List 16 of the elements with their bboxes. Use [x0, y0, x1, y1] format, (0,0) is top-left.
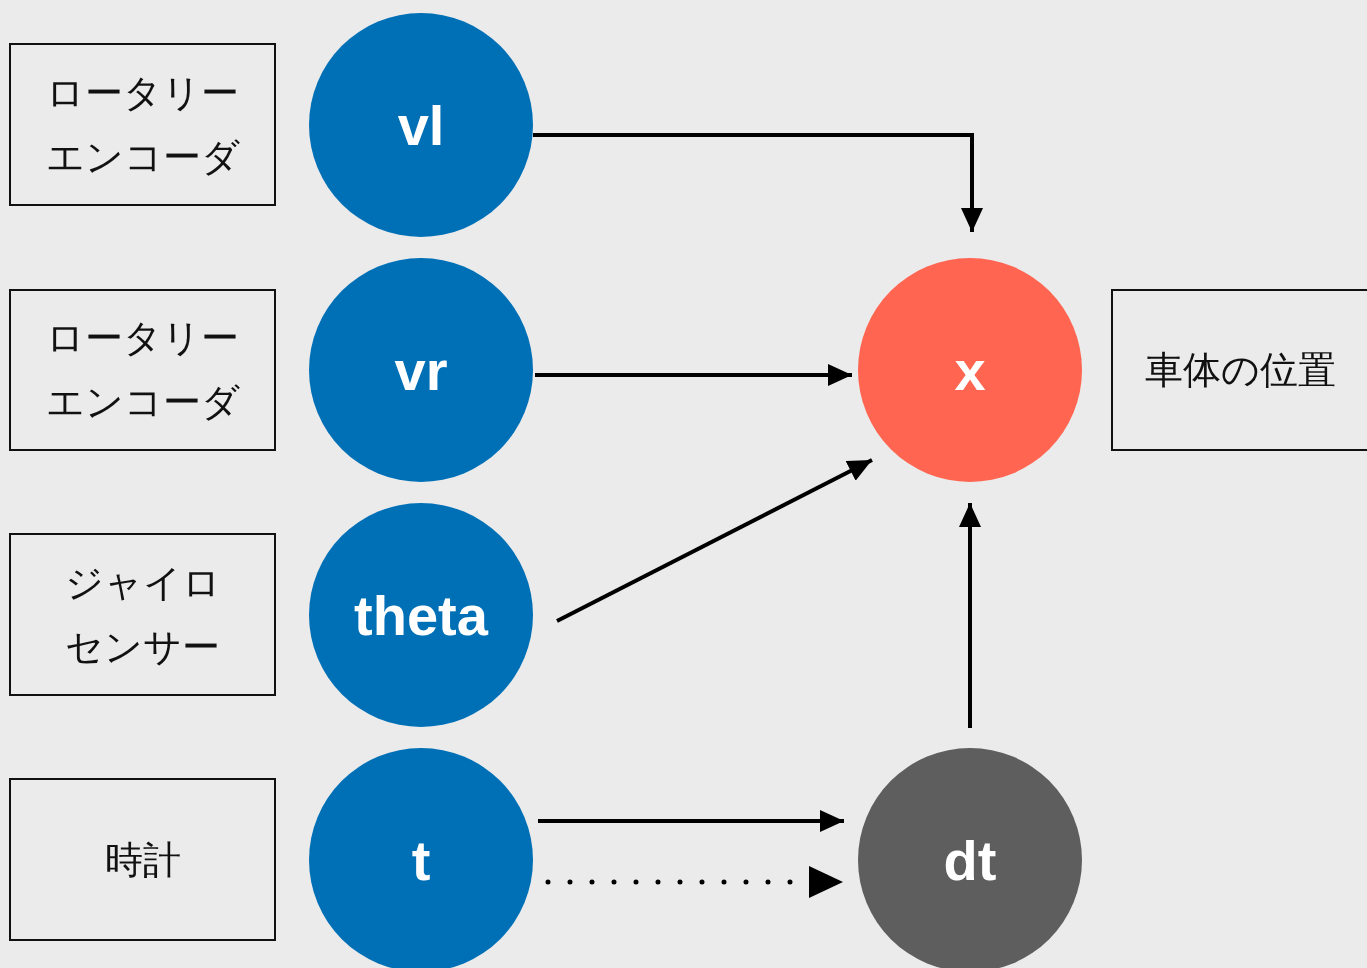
arrow	[538, 810, 844, 832]
text-box: 車体の位置	[1111, 289, 1367, 451]
variable-circle: dt	[858, 748, 1082, 968]
variable-circle: theta	[309, 503, 533, 727]
arrow	[959, 503, 981, 728]
text-box: ロータリーエンコーダ	[9, 43, 276, 206]
text-box: 時計	[9, 778, 276, 941]
variable-circle: vl	[309, 13, 533, 237]
text-box: ジャイロセンサー	[9, 533, 276, 696]
variable-circle: x	[858, 258, 1082, 482]
arrow	[556, 458, 873, 623]
variable-circle: vr	[309, 258, 533, 482]
arrow	[533, 133, 983, 232]
variable-circle: t	[309, 748, 533, 968]
text-box: ロータリーエンコーダ	[9, 289, 276, 451]
arrow	[535, 364, 852, 386]
